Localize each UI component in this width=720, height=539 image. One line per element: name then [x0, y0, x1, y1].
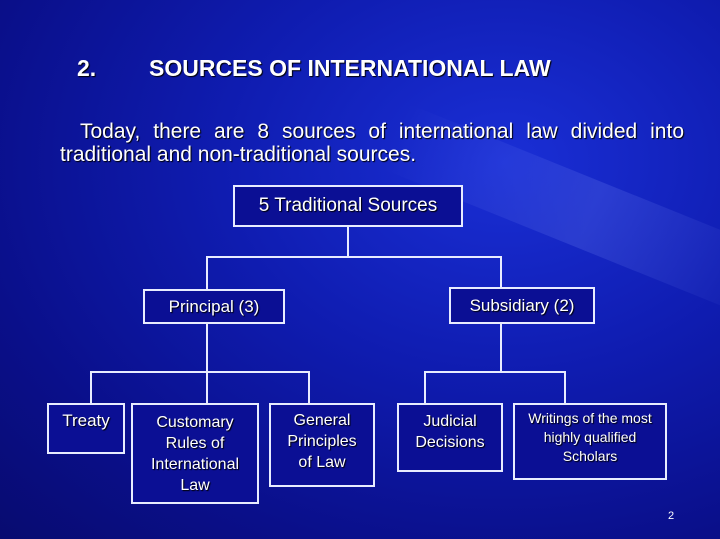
connector-to-customary	[206, 371, 208, 405]
title-text: SOURCES OF INTERNATIONAL LAW	[149, 55, 551, 81]
principal-node-label: Principal (3)	[168, 296, 260, 316]
intro-paragraph: Today, there are 8 sources of internatio…	[60, 120, 684, 166]
connector-to-principal	[206, 256, 208, 290]
root-node-label: 5 Traditional Sources	[258, 195, 438, 216]
connector-to-treaty	[90, 371, 92, 405]
general-principles-node-box: General Principles of Law	[269, 403, 375, 487]
connector-subsidiary-horizontal	[424, 371, 566, 373]
connector-principal-down	[206, 322, 208, 372]
customary-node-box: Customary Rules of International Law	[131, 403, 259, 504]
connector-level1-horizontal	[206, 256, 502, 258]
judicial-node-box: Judicial Decisions	[397, 403, 503, 472]
customary-node-label: Customary Rules of International Law	[150, 413, 240, 494]
treaty-node-label: Treaty	[62, 411, 110, 430]
title-number: 2.	[77, 55, 97, 81]
connector-subsidiary-down	[500, 323, 502, 373]
connector-principal-horizontal	[90, 371, 310, 373]
root-node-box: 5 Traditional Sources	[233, 185, 463, 227]
writings-node-box: Writings of the most highly qualified Sc…	[513, 403, 667, 480]
judicial-node-label: Judicial Decisions	[415, 413, 485, 451]
connector-to-writings	[564, 371, 566, 405]
connector-to-judicial	[424, 371, 426, 405]
connector-root-down	[347, 225, 349, 258]
connector-to-general	[308, 371, 310, 405]
principal-node-box: Principal (3)	[143, 289, 285, 324]
writings-node-label: Writings of the most highly qualified Sc…	[528, 410, 652, 464]
page-number: 2	[668, 510, 675, 522]
subsidiary-node-box: Subsidiary (2)	[449, 287, 595, 324]
general-principles-node-label: General Principles of Law	[287, 412, 357, 471]
connector-to-subsidiary	[500, 256, 502, 288]
treaty-node-box: Treaty	[47, 403, 125, 454]
subsidiary-node-label: Subsidiary (2)	[469, 295, 575, 315]
slide-title: 2. SOURCES OF INTERNATIONAL LAW	[77, 55, 551, 82]
